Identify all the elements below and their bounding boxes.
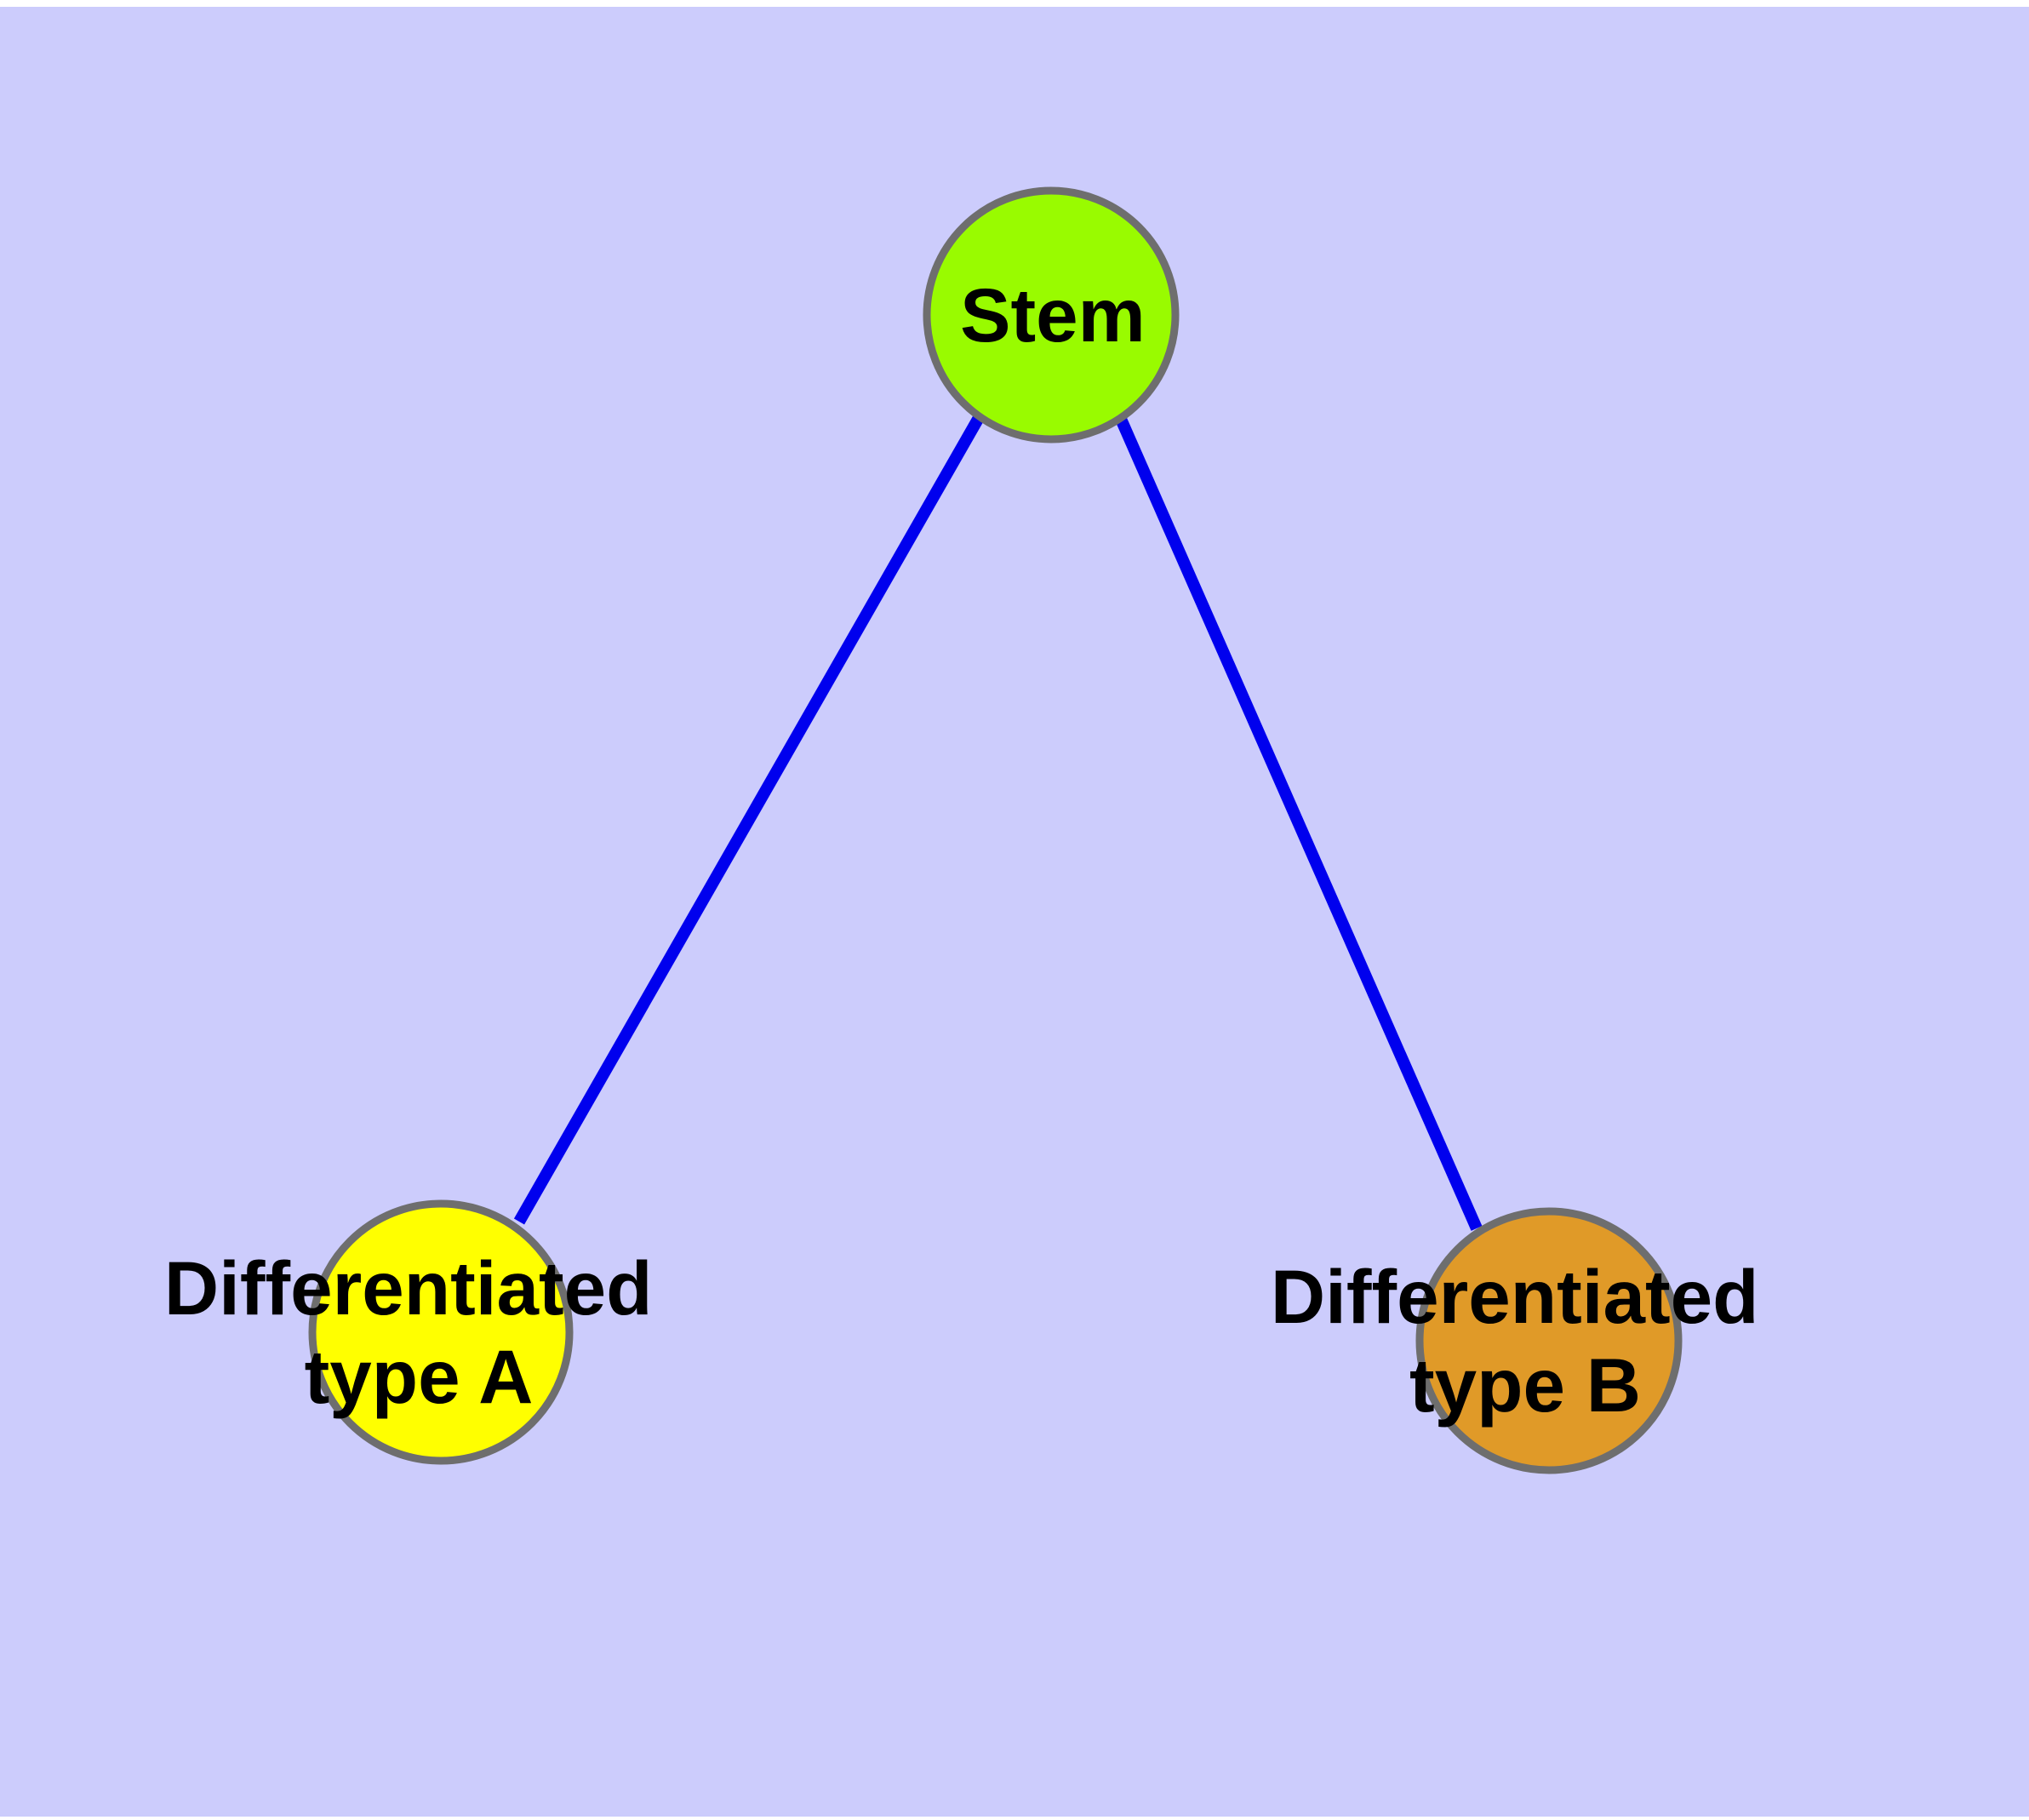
node-stem-label-line-1: Stem (960, 272, 1146, 358)
node-differentiated-type-b[interactable] (1415, 1207, 1683, 1474)
edge-layer (513, 413, 1483, 1231)
node-differentiated-type-a-label-line-2: type A (305, 1334, 534, 1419)
node-stem-label: Stem (960, 272, 1146, 358)
node-stem[interactable] (923, 186, 1180, 444)
node-differentiated-type-b-label-line-1: Differentiated (1271, 1254, 1759, 1339)
node-differentiated-type-a-circle[interactable] (308, 1199, 574, 1465)
node-stem-circle[interactable] (923, 186, 1180, 444)
node-differentiated-type-a[interactable] (308, 1199, 574, 1465)
node-layer (308, 186, 1683, 1474)
node-differentiated-type-b-label-line-2: type B (1409, 1342, 1641, 1428)
node-differentiated-type-b-circle[interactable] (1415, 1207, 1683, 1474)
edge-stem-to-differentiated-type-b[interactable] (1114, 415, 1483, 1231)
node-differentiated-type-b-label: Differentiated type B (1271, 1254, 1780, 1428)
label-layer: Stem Differentiated type A Differentiate… (164, 272, 1780, 1428)
edge-stem-to-differentiated-type-a[interactable] (513, 413, 986, 1225)
node-differentiated-type-a-label-line-1: Differentiated (164, 1245, 653, 1331)
node-differentiated-type-a-label: Differentiated type A (164, 1245, 673, 1419)
